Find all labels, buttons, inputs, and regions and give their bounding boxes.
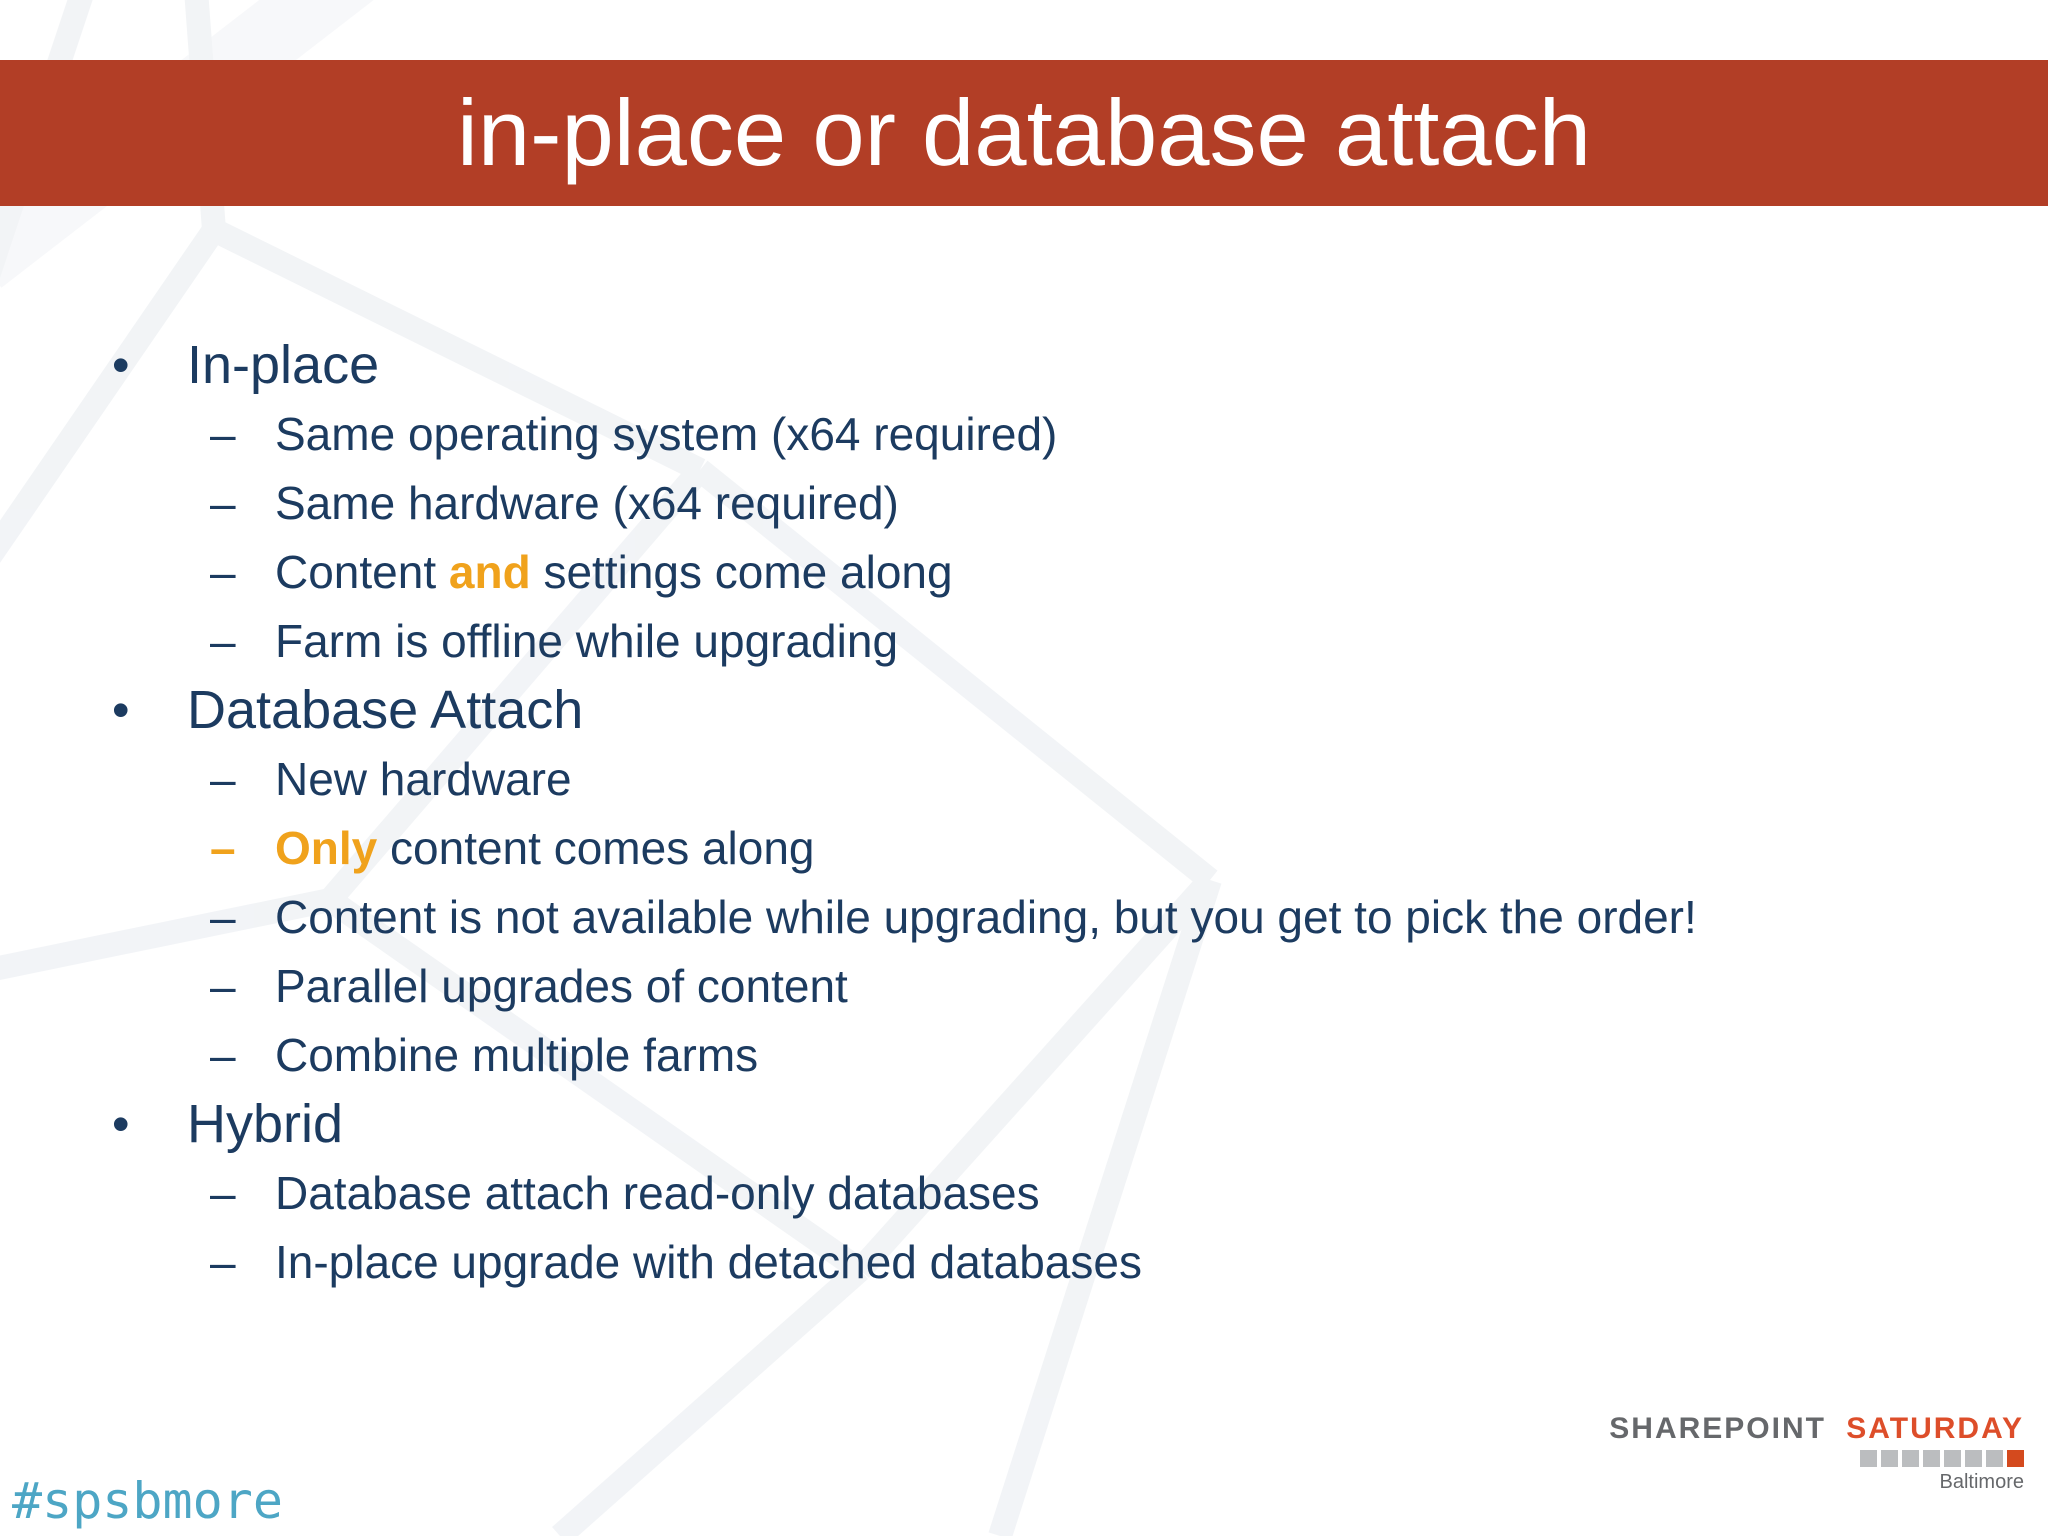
dash-marker: – <box>210 476 236 529</box>
bullet-text: Database attach read-only databases <box>275 1166 1040 1219</box>
bullet-item: • Hybrid <box>90 1089 2018 1158</box>
bullet-text: Farm is offline while upgrading <box>275 614 899 667</box>
bullet-text: Hybrid <box>187 1093 344 1154</box>
sub-bullet-item: –Same operating system (x64 required) <box>90 399 2018 468</box>
bullet-item: • In-place <box>90 330 2018 399</box>
slide-title: in-place or database attach <box>457 80 1591 185</box>
dash-marker: – <box>210 1166 236 1219</box>
logo-square <box>1902 1450 1919 1467</box>
bullet-list: •In-place–Same operating system (x64 req… <box>90 330 2018 1296</box>
bullet-text: Only content comes along <box>275 821 815 874</box>
bullet-text: In-place <box>187 334 380 395</box>
dash-marker: – <box>210 752 236 805</box>
logo-squares-row <box>1609 1450 2024 1467</box>
logo-word-saturday: SATURDAY <box>1846 1412 2024 1445</box>
bullet-text: Content is not available while upgrading… <box>275 890 1697 943</box>
bullet-text: Content and settings come along <box>275 545 953 598</box>
logo-city-label: Baltimore <box>1939 1471 2024 1493</box>
dash-marker: – <box>210 614 236 667</box>
dash-marker: – <box>210 545 236 598</box>
sub-bullet-item: –Farm is offline while upgrading <box>90 606 2018 675</box>
logo-square <box>1923 1450 1940 1467</box>
bullet-text: Same operating system (x64 required) <box>275 407 1058 460</box>
logo-square <box>1860 1450 1877 1467</box>
logo-square-accent <box>2007 1450 2024 1467</box>
dash-marker: – <box>210 821 236 874</box>
logo-square <box>1965 1450 1982 1467</box>
bullet-text: In-place upgrade with detached databases <box>275 1235 1142 1288</box>
dash-marker: – <box>210 1235 236 1288</box>
bullet-item: • Database Attach <box>90 675 2018 744</box>
bullet-text: New hardware <box>275 752 572 805</box>
logo-word-sharepoint: SHAREPOINT <box>1609 1412 1826 1445</box>
sub-bullet-item: –Parallel upgrades of content <box>90 951 2018 1020</box>
sub-bullet-item: –Content is not available while upgradin… <box>90 882 2018 951</box>
dash-marker: – <box>210 407 236 460</box>
logo-square <box>1944 1450 1961 1467</box>
bullet-marker: • <box>112 681 130 738</box>
bullet-marker: • <box>112 336 130 393</box>
sub-bullet-item: –Content and settings come along <box>90 537 2018 606</box>
sub-bullet-item: –Combine multiple farms <box>90 1020 2018 1089</box>
dash-marker: – <box>210 890 236 943</box>
hashtag-footer: #spsbmore <box>12 1472 283 1530</box>
bullet-text: Parallel upgrades of content <box>275 959 848 1012</box>
bullet-text: Same hardware (x64 required) <box>275 476 899 529</box>
logo-square <box>1986 1450 2003 1467</box>
dash-marker: – <box>210 959 236 1012</box>
bullet-text: Combine multiple farms <box>275 1028 759 1081</box>
sub-bullet-item: –Only content comes along <box>90 813 2018 882</box>
bullet-text: Database Attach <box>187 679 584 740</box>
sub-bullet-item: –In-place upgrade with detached database… <box>90 1227 2018 1296</box>
logo-square <box>1881 1450 1898 1467</box>
sub-bullet-item: –Same hardware (x64 required) <box>90 468 2018 537</box>
sub-bullet-item: –Database attach read-only databases <box>90 1158 2018 1227</box>
bullet-marker: • <box>112 1095 130 1152</box>
logo-brand-line: SHAREPOINT SATURDAY <box>1609 1414 2024 1444</box>
title-banner: in-place or database attach <box>0 60 2048 206</box>
sub-bullet-item: –New hardware <box>90 744 2018 813</box>
sharepoint-saturday-logo: SHAREPOINT SATURDAY Baltimore <box>1609 1414 2024 1494</box>
dash-marker: – <box>210 1028 236 1081</box>
